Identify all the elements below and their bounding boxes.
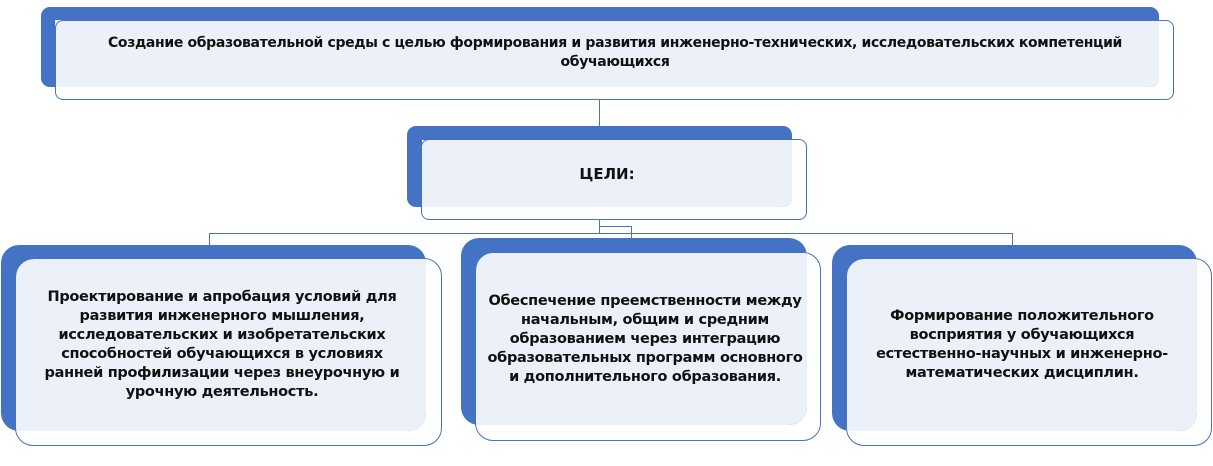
goal-node-3-panel — [846, 259, 1197, 431]
goals-header-text: ЦЕЛИ: — [579, 164, 635, 183]
root-node-outline — [55, 20, 1174, 100]
connector-to-goal-1 — [209, 233, 211, 245]
goal-node-1-outline — [15, 258, 442, 446]
goal-node-3-text: Формирование положительного восприятия у… — [876, 307, 1168, 381]
connector-horizontal-bus — [209, 233, 1013, 235]
goal-node-1-panel — [16, 259, 426, 431]
root-node-panel — [55, 20, 1159, 87]
connector-root-to-goals — [599, 100, 601, 126]
connector-to-goal-2 — [631, 226, 633, 238]
goal-node-2-panel — [476, 252, 807, 425]
root-node-text: Создание образовательной среды с целью ф… — [108, 35, 1122, 70]
connector-to-goal-3 — [1012, 233, 1014, 245]
goal-node-1-text: Проектирование и апробация условий для р… — [44, 288, 400, 400]
goals-header-outline — [421, 139, 807, 220]
goals-header-panel — [422, 140, 792, 207]
goal-node-3-outline — [846, 258, 1212, 446]
goal-node-2-text: Обеспечение преемственности между началь… — [487, 293, 803, 385]
goal-node-2-outline — [475, 252, 821, 441]
connector-jog-top — [599, 226, 632, 228]
